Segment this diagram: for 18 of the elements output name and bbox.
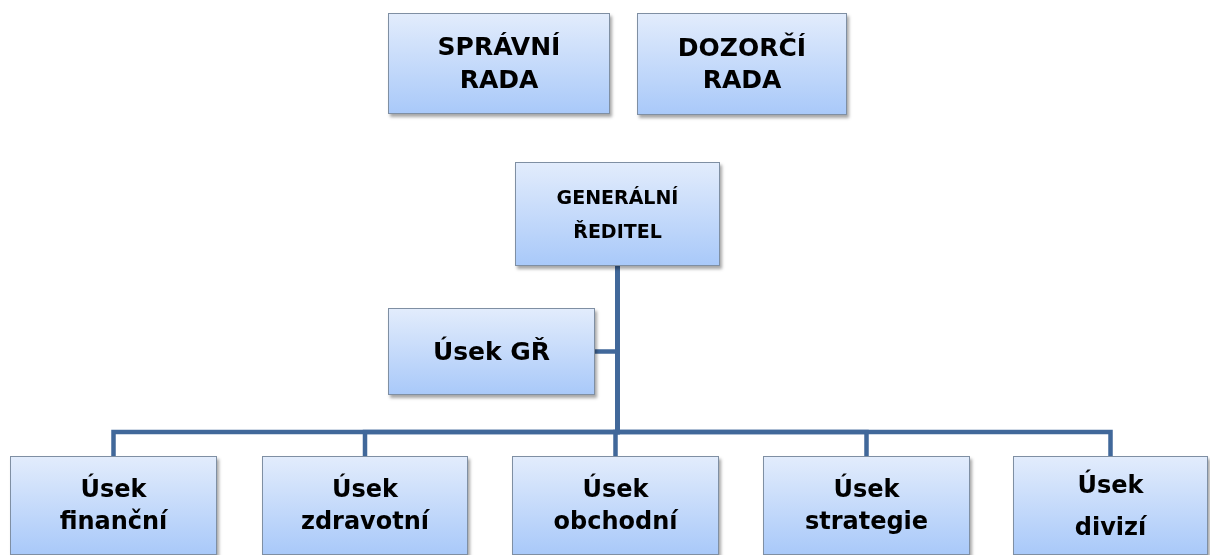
unit-name: GENERÁLNÍ ŘEDITEL xyxy=(555,184,680,244)
org-box xyxy=(10,456,217,555)
unit-name: Úsek GŘ xyxy=(432,336,551,367)
unit-name: DOZORČÍ RADA xyxy=(676,31,808,96)
unit-name: Úsek obchodní xyxy=(552,474,679,537)
unit-name: SPRÁVNÍ RADA xyxy=(436,31,562,96)
org-box xyxy=(637,13,847,115)
org-box xyxy=(388,308,595,395)
unit-name: Úsek divizí xyxy=(1073,468,1148,543)
unit-name: Úsek zdravotní xyxy=(299,474,431,537)
org-box xyxy=(763,456,970,555)
org-box xyxy=(515,162,720,266)
org-box xyxy=(262,456,468,555)
unit-name: Úsek strategie xyxy=(803,474,930,537)
org-box xyxy=(388,13,610,114)
org-box xyxy=(512,456,719,555)
unit-name: Úsek finanční xyxy=(58,474,169,537)
org-box xyxy=(1013,456,1208,555)
